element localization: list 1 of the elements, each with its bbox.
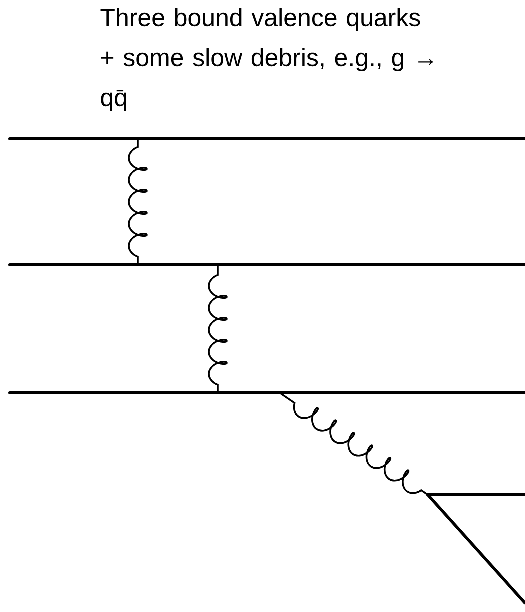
note-text: Three bound valence quarks + some slow debris, e.g., g → qq̄ [100, 8, 434, 112]
